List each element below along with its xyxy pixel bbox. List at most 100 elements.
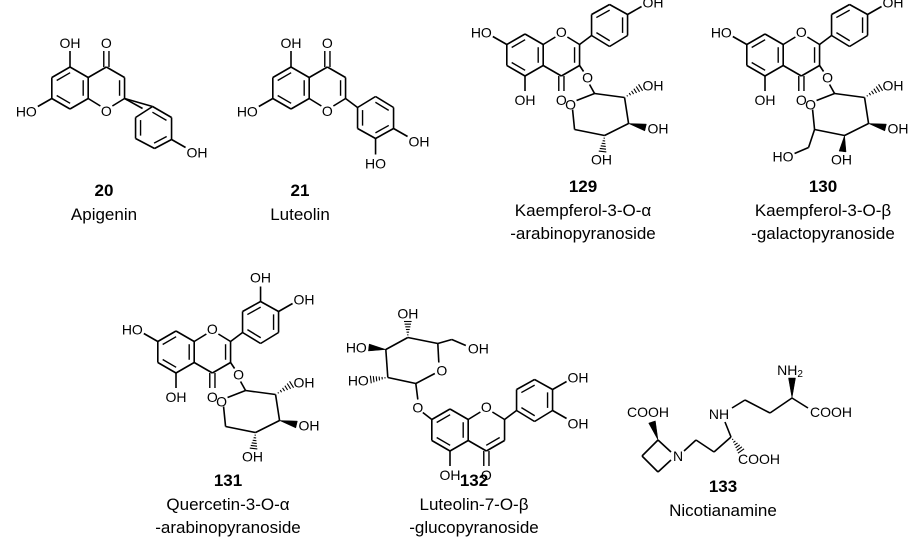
bond (849, 34, 868, 48)
bond (782, 36, 796, 46)
bond (794, 146, 809, 155)
ring-oxygen: O (207, 321, 218, 337)
bond (436, 436, 451, 446)
hydroxyl-4p: OH (568, 370, 589, 386)
bond (524, 64, 544, 77)
bond (290, 66, 310, 79)
hash-bond (734, 442, 738, 446)
bond (162, 336, 177, 346)
bond (578, 65, 585, 72)
bond (657, 459, 672, 473)
bond (431, 408, 451, 421)
bond (594, 92, 625, 99)
sugar-ring-oxygen: O (805, 97, 816, 113)
amine-label: NH (777, 362, 797, 378)
bond (152, 105, 172, 119)
bond (831, 3, 850, 16)
bond (258, 97, 274, 108)
compound-name: Luteolin (270, 205, 330, 224)
bond (657, 439, 672, 453)
compound-number: 130 (809, 177, 837, 196)
hydroxyl-5: OH (440, 467, 461, 483)
compound-name: Luteolin-7-O-β (420, 495, 529, 514)
hydroxyl-7: HO (237, 104, 258, 120)
hash-bond (284, 385, 289, 391)
hydroxyl-5: OH (281, 35, 302, 51)
hydroxyl-4p: OH (294, 292, 315, 308)
wedge-bond (368, 343, 386, 352)
bond (227, 389, 246, 399)
bond (387, 376, 416, 385)
bond (415, 383, 419, 400)
hash-bond (878, 83, 884, 92)
ring-oxygen: O (796, 24, 807, 40)
bond (782, 64, 802, 77)
bond (591, 34, 610, 48)
hash-bond (599, 147, 607, 150)
bond (511, 61, 526, 71)
bond (751, 61, 766, 71)
sugar-hydroxyl-2: OH (294, 375, 315, 391)
bond (467, 439, 487, 452)
compound-name: -arabinopyranoside (510, 224, 656, 243)
bond (867, 5, 882, 16)
sugar-ring-oxygen: O (436, 363, 447, 379)
bond (436, 414, 451, 424)
bond (260, 331, 279, 345)
bond (171, 138, 186, 149)
bond (744, 399, 771, 414)
bond (225, 425, 256, 434)
bond (641, 455, 659, 473)
bond (836, 9, 851, 19)
bond (135, 137, 155, 150)
compound-name: Nicotianamine (669, 501, 777, 520)
bond (591, 3, 610, 16)
bond (153, 135, 167, 144)
glycosidic-oxygen: O (412, 400, 423, 416)
bond (516, 378, 535, 391)
hydroxyl-7: HO (711, 25, 732, 41)
hash-bond (732, 440, 736, 443)
bond (816, 92, 835, 102)
sugar-ring-oxygen: O (565, 97, 576, 113)
hash-bond (279, 389, 283, 393)
bond (683, 439, 697, 452)
ring-oxygen: O (322, 103, 333, 119)
bond (834, 92, 865, 99)
bond (746, 33, 766, 46)
bond (604, 122, 629, 137)
sugar-hydroxyl-4: OH (831, 152, 852, 168)
hash-bond (600, 145, 606, 148)
wedge-bond (628, 123, 647, 132)
bond (242, 300, 261, 313)
bond (713, 436, 732, 453)
sugar-hydroxyl-3: HO (346, 340, 367, 356)
hash-bond (735, 444, 741, 449)
hash-bond (289, 380, 295, 389)
bond (431, 439, 451, 452)
bond (135, 105, 153, 119)
hydroxyl-7: HO (122, 322, 143, 338)
bond (596, 32, 611, 42)
bond (247, 306, 262, 316)
carboxyl-1: COOH (627, 404, 669, 420)
bond (407, 336, 438, 345)
bond (451, 338, 467, 347)
sugar-hydroxyl-2: OH (883, 78, 904, 94)
compound-number: 20 (95, 181, 114, 200)
bond (746, 64, 766, 77)
bond (193, 361, 213, 374)
bond (828, 84, 836, 94)
sugar-hydroxyl-2: HO (348, 373, 369, 389)
bond (193, 333, 207, 343)
bond (641, 439, 659, 457)
hash-bond (631, 90, 635, 95)
bond (511, 39, 526, 49)
hydroxyl-3p: OH (568, 416, 589, 432)
bond (571, 109, 576, 130)
